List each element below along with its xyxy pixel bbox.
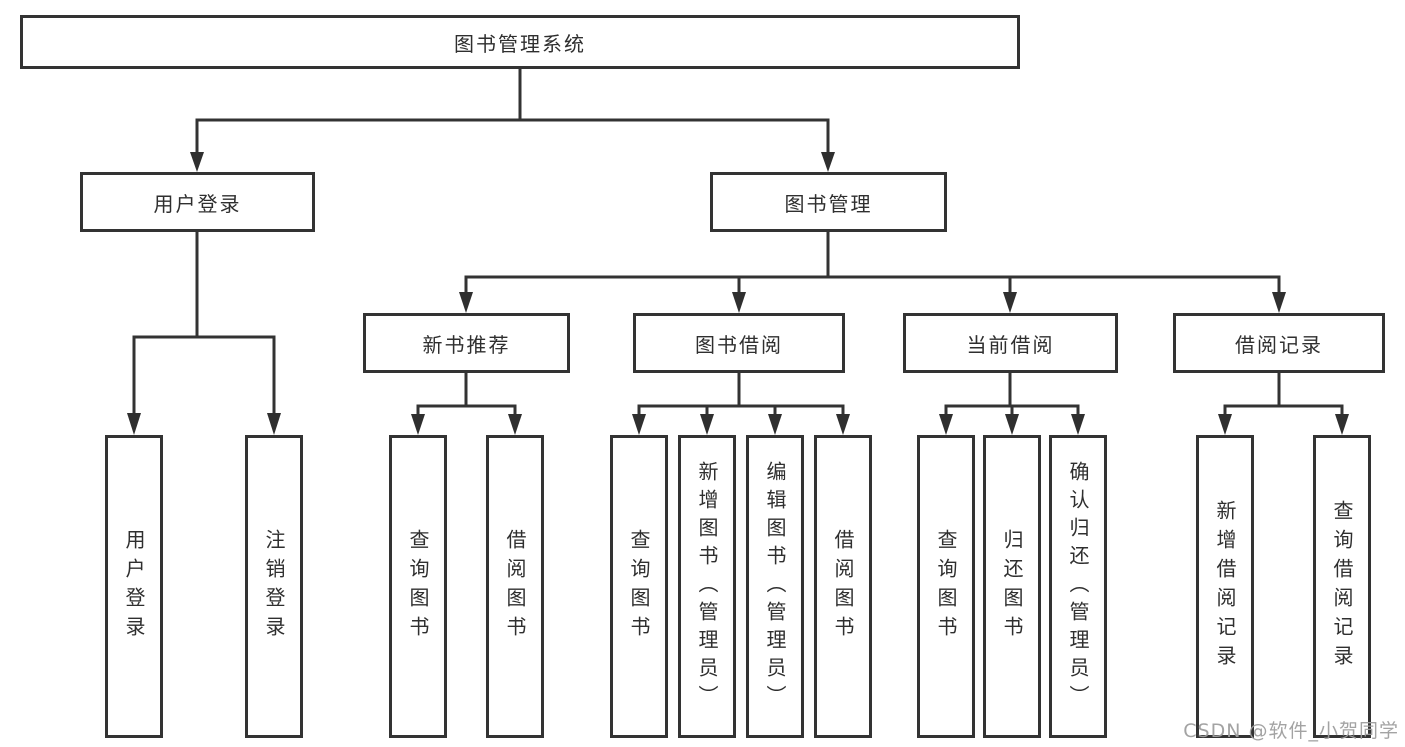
connector-borrow-to-leaves — [632, 373, 850, 435]
csdn-watermark: CSDN @软件_小贺同学 — [1183, 720, 1399, 742]
leaf-borrow-books: 借阅图书 — [814, 435, 872, 738]
leaf-user-login: 用户登录 — [105, 435, 163, 738]
leaf-logout: 注销登录 — [245, 435, 303, 738]
leaf-add-borrow-record: 新增借阅记录 — [1196, 435, 1254, 738]
node-book-management: 图书管理 — [710, 172, 947, 232]
node-book-borrow: 图书借阅 — [633, 313, 845, 373]
node-current-borrow: 当前借阅 — [903, 313, 1118, 373]
node-borrow-record: 借阅记录 — [1173, 313, 1385, 373]
leaf-confirm-return-admin: 确认归还（管理员） — [1049, 435, 1107, 738]
leaf-query-books-recommend: 查询图书 — [389, 435, 447, 738]
leaf-borrow-books-recommend: 借阅图书 — [486, 435, 544, 738]
leaf-query-books-current: 查询图书 — [917, 435, 975, 738]
leaf-edit-book-admin: 编辑图书（管理员） — [746, 435, 804, 738]
leaf-add-book-admin: 新增图书（管理员） — [678, 435, 736, 738]
connector-newrec-to-leaves — [411, 373, 522, 435]
connector-currb-to-leaves — [939, 373, 1085, 435]
connector-mgmt-to-groups — [459, 232, 1286, 313]
leaf-query-books-borrow: 查询图书 — [610, 435, 668, 738]
connector-login-to-leaves — [127, 232, 281, 435]
connector-record-to-leaves — [1218, 373, 1349, 435]
leaf-query-borrow-record: 查询借阅记录 — [1313, 435, 1371, 738]
node-root-system: 图书管理系统 — [20, 15, 1020, 69]
node-user-login: 用户登录 — [80, 172, 315, 232]
leaf-return-books: 归还图书 — [983, 435, 1041, 738]
node-new-book-recommend: 新书推荐 — [363, 313, 570, 373]
connector-root-to-level2 — [190, 69, 835, 172]
